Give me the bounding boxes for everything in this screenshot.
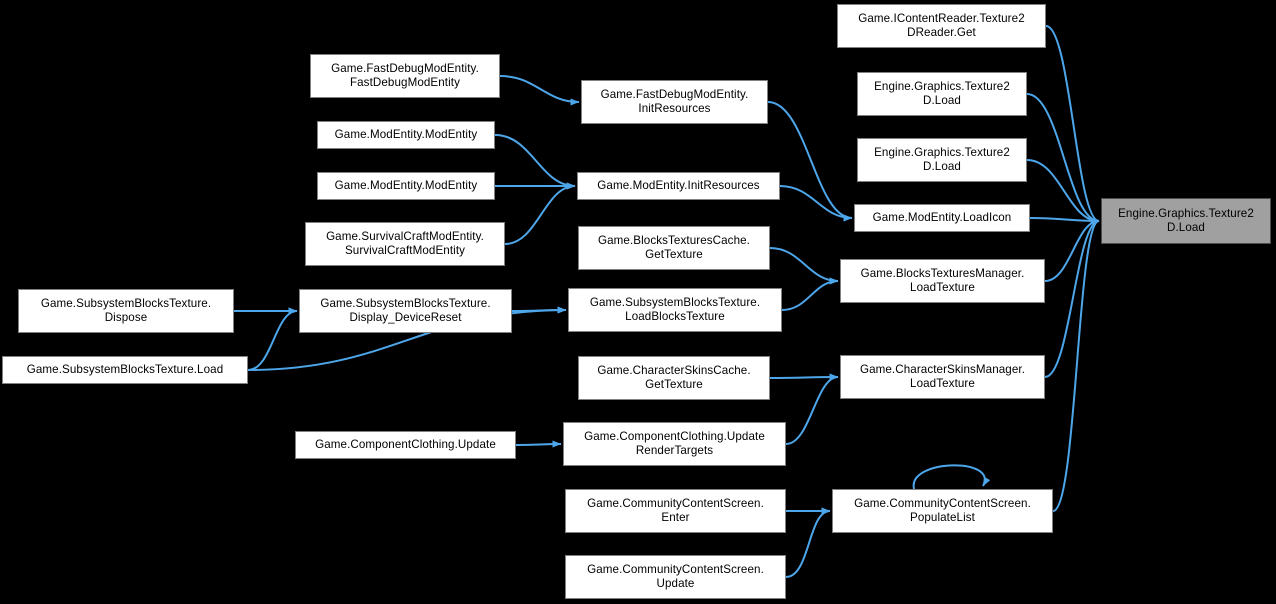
graph-node-label: Game.ModEntity.ModEntity (334, 127, 478, 141)
graph-edge (504, 182, 576, 245)
graph-edge (769, 373, 839, 381)
graph-node[interactable]: Game.CharacterSkinsManager. LoadTexture (840, 355, 1045, 399)
graph-node-label: Engine.Graphics.Texture2 D.Load (874, 79, 1010, 108)
graph-node-label: Game.SubsystemBlocksTexture.Load (26, 362, 224, 376)
graph-node-label: Game.SubsystemBlocksTexture. Dispose (40, 296, 212, 325)
graph-node-label: Engine.Graphics.Texture2 D.Load (1118, 206, 1254, 235)
graph-edge (781, 277, 839, 311)
graph-node[interactable]: Game.ModEntity.ModEntity (317, 172, 495, 200)
graph-node-label: Game.ComponentClothing.Update RenderTarg… (584, 429, 765, 458)
graph-node[interactable]: Game.CommunityContentScreen. Enter (565, 489, 786, 533)
graph-node-label: Game.CharacterSkinsManager. LoadTexture (859, 362, 1026, 391)
graph-node[interactable]: Game.CommunityContentScreen. Update (565, 555, 786, 599)
graph-edge (785, 507, 831, 578)
graph-node[interactable]: Game.SubsystemBlocksTexture. Dispose (18, 289, 234, 333)
graph-edge (499, 75, 580, 106)
graph-node[interactable]: Game.ModEntity.InitResources (577, 172, 780, 200)
graph-edge (247, 307, 298, 371)
graph-node-label: Game.IContentReader.Texture2 DReader.Get (858, 11, 1025, 40)
graph-edge (779, 185, 853, 222)
graph-node[interactable]: Game.IContentReader.Texture2 DReader.Get (837, 4, 1046, 48)
graph-node[interactable]: Game.FastDebugModEntity. InitResources (581, 80, 768, 124)
graph-node-label: Game.CommunityContentScreen. PopulateLis… (854, 496, 1031, 525)
graph-node[interactable]: Engine.Graphics.Texture2 D.Load (857, 138, 1027, 182)
graph-node[interactable]: Game.SubsystemBlocksTexture. LoadBlocksT… (568, 288, 782, 332)
graph-edge (769, 247, 839, 285)
graph-edge (1026, 93, 1100, 225)
graph-node-label: Game.SubsystemBlocksTexture. LoadBlocksT… (589, 295, 761, 324)
graph-node[interactable]: Engine.Graphics.Texture2 D.Load (857, 72, 1027, 116)
graph-edge (1026, 159, 1100, 225)
graph-edge (1052, 217, 1100, 512)
graph-edge (247, 306, 567, 371)
graph-edge (767, 101, 853, 222)
graph-node-label: Game.CharacterSkinsCache. GetTexture (597, 363, 751, 392)
graph-node-label: Engine.Graphics.Texture2 D.Load (874, 145, 1010, 174)
graph-node[interactable]: Game.SurvivalCraftModEntity. SurvivalCra… (305, 222, 505, 266)
graph-node[interactable]: Game.BlocksTexturesManager. LoadTexture (840, 259, 1045, 303)
edge-group (234, 25, 1100, 578)
graph-node-label: Game.ComponentClothing.Update (315, 437, 496, 451)
graph-edge (785, 373, 839, 445)
graph-node[interactable]: Game.SubsystemBlocksTexture. Display_Dev… (299, 289, 512, 333)
graph-node-label: Game.SubsystemBlocksTexture. Display_Dev… (320, 296, 491, 325)
graph-node-label: Game.FastDebugModEntity. InitResources (600, 87, 749, 116)
graph-node-label: Game.CommunityContentScreen. Enter (587, 496, 764, 525)
graph-edge (515, 440, 562, 448)
graph-node[interactable]: Game.CharacterSkinsCache. GetTexture (578, 356, 770, 400)
graph-edge (494, 134, 576, 190)
graph-node-label: Game.SurvivalCraftModEntity. SurvivalCra… (326, 229, 484, 258)
graph-node[interactable]: Game.ModEntity.LoadIcon (854, 204, 1030, 232)
graph-node-label: Game.BlocksTexturesManager. LoadTexture (860, 266, 1025, 295)
graph-node[interactable]: Game.BlocksTexturesCache. GetTexture (578, 226, 770, 270)
graph-node-label: Game.ModEntity.ModEntity (334, 178, 478, 192)
graph-node[interactable]: Game.FastDebugModEntity. FastDebugModEnt… (310, 54, 500, 98)
graph-node-label: Game.CommunityContentScreen. Update (587, 562, 764, 591)
graph-node[interactable]: Game.ModEntity.ModEntity (317, 121, 495, 149)
graph-node-label: Game.ModEntity.LoadIcon (872, 210, 1012, 224)
graph-node[interactable]: Game.CommunityContentScreen. PopulateLis… (832, 489, 1053, 533)
graph-edge (1045, 25, 1100, 225)
graph-node-label: Game.FastDebugModEntity. FastDebugModEnt… (331, 61, 479, 90)
graph-node[interactable]: Game.ComponentClothing.Update RenderTarg… (563, 422, 786, 466)
graph-node[interactable]: Engine.Graphics.Texture2 D.Load (1101, 198, 1271, 244)
graph-node-label: Game.BlocksTexturesCache. GetTexture (598, 233, 750, 262)
graph-edge (1044, 217, 1100, 378)
graph-edge (912, 464, 991, 490)
graph-node-label: Game.ModEntity.InitResources (597, 178, 760, 192)
graph-node[interactable]: Game.ComponentClothing.Update (295, 431, 516, 459)
graph-edge (511, 306, 567, 314)
graph-node[interactable]: Game.SubsystemBlocksTexture.Load (2, 356, 248, 384)
